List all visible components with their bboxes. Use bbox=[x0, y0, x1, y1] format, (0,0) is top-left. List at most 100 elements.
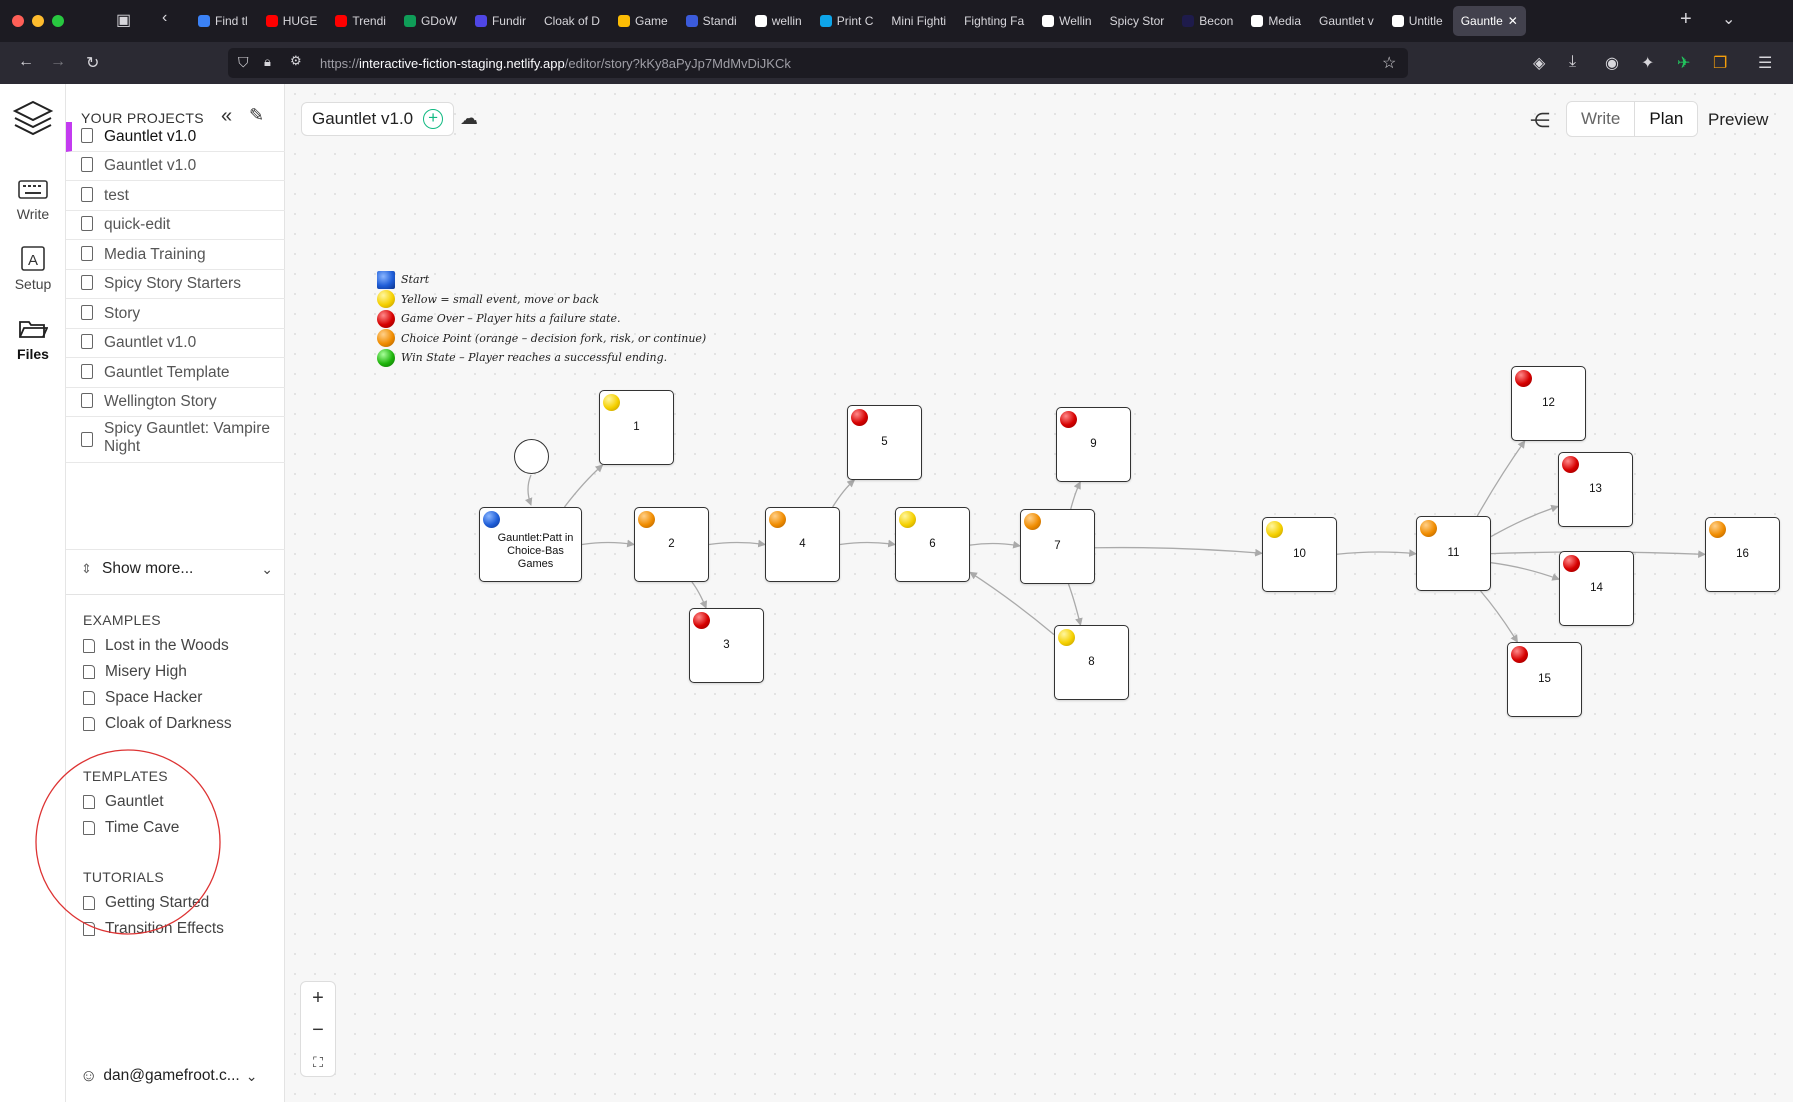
story-node[interactable]: 13 bbox=[1558, 452, 1633, 527]
extensions-icon[interactable]: ✦ bbox=[1641, 55, 1655, 72]
back-icon[interactable]: ← bbox=[18, 53, 34, 70]
story-node[interactable]: 7 bbox=[1020, 509, 1095, 584]
tab-overview-icon[interactable]: ▣ bbox=[116, 12, 132, 29]
story-node[interactable]: 16 bbox=[1705, 517, 1780, 592]
story-node[interactable]: 8 bbox=[1054, 625, 1129, 700]
browser-tab[interactable]: Standi bbox=[678, 6, 745, 36]
browser-tab[interactable]: GDoW bbox=[396, 6, 465, 36]
mode-write-tab[interactable]: Write bbox=[1581, 109, 1621, 128]
project-item[interactable]: Gauntlet v1.0 bbox=[66, 328, 285, 358]
minimize-window-button[interactable] bbox=[32, 15, 44, 27]
browser-tab[interactable]: HUGE bbox=[258, 6, 326, 36]
permissions-icon: ⚙ bbox=[290, 53, 302, 68]
address-bar[interactable]: ⛉ 🔒︎ ⚙ https://interactive-fiction-stagi… bbox=[228, 48, 1408, 78]
story-node[interactable]: 15 bbox=[1507, 642, 1582, 717]
example-item[interactable]: Space Hacker bbox=[83, 689, 202, 707]
browser-tab[interactable]: Find tl bbox=[190, 6, 256, 36]
reload-icon[interactable]: ↻ bbox=[86, 55, 100, 72]
browser-tab[interactable]: Becon bbox=[1174, 6, 1241, 36]
extension-bird-icon[interactable]: ✈ bbox=[1677, 55, 1691, 72]
zoom-in-button[interactable]: + bbox=[312, 987, 324, 1009]
project-item[interactable]: Gauntlet v1.0 bbox=[66, 122, 285, 152]
tutorial-item[interactable]: Transition Effects bbox=[83, 920, 224, 938]
projects-heading: YOUR PROJECTS bbox=[81, 110, 204, 126]
pocket-icon[interactable]: ◈ bbox=[1533, 55, 1546, 72]
forward-icon[interactable]: → bbox=[50, 53, 66, 70]
story-node[interactable]: 1 bbox=[599, 390, 674, 465]
close-window-button[interactable] bbox=[12, 15, 24, 27]
browser-tab[interactable]: wellin bbox=[747, 6, 810, 36]
browser-tab[interactable]: Fundir bbox=[467, 6, 534, 36]
cloud-sync-icon[interactable]: ☁ bbox=[460, 108, 478, 128]
template-item[interactable]: Time Cave bbox=[83, 819, 179, 837]
project-label: quick-edit bbox=[104, 216, 171, 233]
browser-tab[interactable]: Print C bbox=[812, 6, 882, 36]
project-item[interactable]: test bbox=[66, 181, 285, 211]
app-logo[interactable] bbox=[0, 98, 66, 141]
rail-files[interactable]: Files bbox=[0, 316, 66, 362]
new-tab-icon[interactable]: + bbox=[1680, 8, 1692, 30]
story-title-chip[interactable]: Gauntlet v1.0 + bbox=[301, 102, 455, 136]
browser-tab[interactable]: Spicy Stor bbox=[1102, 6, 1173, 36]
maximize-window-button[interactable] bbox=[52, 15, 64, 27]
project-item[interactable]: Wellington Story bbox=[66, 387, 285, 417]
story-node[interactable]: 2 bbox=[634, 507, 709, 582]
browser-tab[interactable]: Wellin bbox=[1034, 6, 1099, 36]
svg-text:A: A bbox=[28, 252, 38, 269]
tutorial-item[interactable]: Getting Started bbox=[83, 894, 209, 912]
template-item[interactable]: Gauntlet bbox=[83, 793, 164, 811]
browser-tab[interactable]: Media bbox=[1243, 6, 1309, 36]
project-item[interactable]: Spicy Gauntlet: Vampire Night bbox=[66, 417, 285, 463]
plan-canvas[interactable]: Gauntlet v1.0 + ☁ ⋲ Write Plan Preview S… bbox=[285, 84, 1793, 1102]
project-item[interactable]: Gauntlet v1.0 bbox=[66, 151, 285, 181]
story-node[interactable]: Gauntlet:Patt in Choice-Bas Games bbox=[479, 507, 582, 582]
browser-tab[interactable]: Mini Fighti bbox=[883, 6, 954, 36]
new-project-icon[interactable]: ✎ bbox=[249, 105, 265, 125]
project-item[interactable]: Media Training bbox=[66, 240, 285, 270]
fit-view-button[interactable]: ⛶ bbox=[313, 1054, 323, 1070]
collapse-sidebar-icon[interactable]: « bbox=[221, 105, 233, 127]
example-item[interactable]: Lost in the Woods bbox=[83, 637, 229, 655]
browser-tab[interactable]: Fighting Fa bbox=[956, 6, 1032, 36]
story-node[interactable]: 10 bbox=[1262, 517, 1337, 592]
example-item[interactable]: Cloak of Darkness bbox=[83, 715, 232, 733]
share-icon[interactable]: ⋲ bbox=[1530, 110, 1550, 132]
browser-tab[interactable]: Gauntlet v bbox=[1311, 6, 1382, 36]
show-more-button[interactable]: ⇕ Show more... ⌄ bbox=[66, 549, 285, 587]
project-item[interactable]: Story bbox=[66, 299, 285, 329]
browser-tab[interactable]: Game bbox=[610, 6, 676, 36]
mode-preview-tab[interactable]: Preview bbox=[1708, 110, 1769, 129]
menu-icon[interactable]: ☰ bbox=[1758, 55, 1773, 72]
browser-tab[interactable]: Trendi bbox=[327, 6, 394, 36]
story-node[interactable]: 11 bbox=[1416, 516, 1491, 591]
browser-tab-label: Trendi bbox=[352, 14, 386, 28]
project-item[interactable]: quick-edit bbox=[66, 210, 285, 240]
extension-copy-icon[interactable]: ❐ bbox=[1713, 55, 1728, 72]
story-node[interactable]: 14 bbox=[1559, 551, 1634, 626]
browser-tab[interactable]: Cloak of D bbox=[536, 6, 608, 36]
browser-tab[interactable]: Untitle bbox=[1384, 6, 1451, 36]
user-menu[interactable]: ☺ dan@gamefroot.c... ⌄ bbox=[80, 1066, 257, 1086]
browser-tab[interactable]: Gauntle✕ bbox=[1452, 6, 1526, 36]
downloads-icon[interactable]: ⤓ bbox=[1569, 53, 1577, 70]
story-node[interactable]: 6 bbox=[895, 507, 970, 582]
project-item[interactable]: Spicy Story Starters bbox=[66, 269, 285, 299]
story-node[interactable]: 3 bbox=[689, 608, 764, 683]
browser-tab-label: Untitle bbox=[1408, 14, 1443, 28]
tabs-back-icon[interactable]: ‹ bbox=[162, 9, 168, 26]
story-node[interactable]: 9 bbox=[1056, 407, 1131, 482]
zoom-out-button[interactable]: − bbox=[312, 1019, 324, 1041]
mode-plan-tab[interactable]: Plan bbox=[1634, 102, 1698, 136]
example-item[interactable]: Misery High bbox=[83, 663, 187, 681]
project-item[interactable]: Gauntlet Template bbox=[66, 358, 285, 388]
story-node[interactable]: 5 bbox=[847, 405, 922, 480]
rail-write[interactable]: Write bbox=[0, 176, 66, 222]
close-tab-icon[interactable]: ✕ bbox=[1507, 14, 1518, 28]
add-circle-icon[interactable]: + bbox=[423, 109, 444, 129]
story-node[interactable]: 12 bbox=[1511, 366, 1586, 441]
bookmark-star-icon[interactable]: ☆ bbox=[1382, 55, 1397, 72]
tab-list-icon[interactable]: ⌄ bbox=[1722, 11, 1736, 28]
rail-setup[interactable]: A Setup bbox=[0, 246, 66, 292]
account-icon[interactable]: ◉ bbox=[1605, 55, 1619, 72]
story-node[interactable]: 4 bbox=[765, 507, 840, 582]
